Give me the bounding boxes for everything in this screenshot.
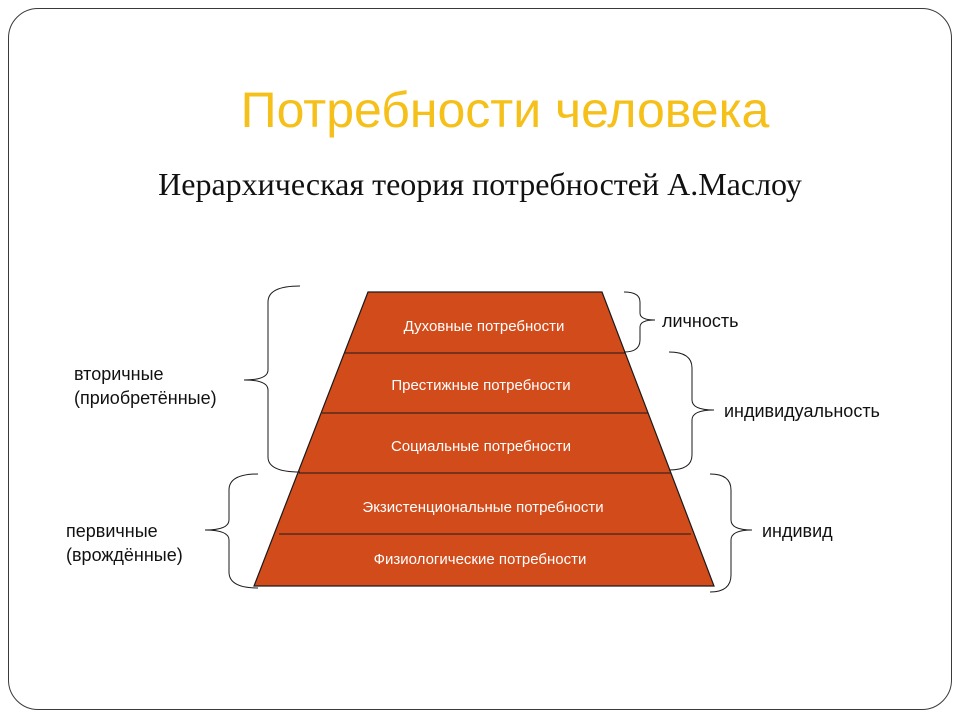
pyramid-body xyxy=(253,291,715,587)
label-personality: личность xyxy=(662,311,739,331)
slide-title: Потребности человека xyxy=(240,82,770,138)
label-primary-line2: (врождённые) xyxy=(66,545,183,565)
pyramid-level-prestige: Престижные потребности xyxy=(391,377,570,394)
brace-secondary xyxy=(243,285,301,473)
pyramid-level-social: Социальные потребности xyxy=(391,438,571,455)
pyramid-level-physiological: Физиологические потребности xyxy=(374,551,587,568)
label-secondary-line2: (приобретённые) xyxy=(74,388,217,408)
label-individuality: индивидуальность xyxy=(724,401,880,421)
label-secondary-group: вторичные (приобретённые) xyxy=(74,362,217,410)
label-primary-line1: первичные xyxy=(66,521,158,541)
brace-individual xyxy=(709,473,753,593)
brace-personality xyxy=(623,291,656,353)
label-secondary-line1: вторичные xyxy=(74,364,164,384)
label-primary-group: первичные (врождённые) xyxy=(66,519,183,567)
label-individual: индивид xyxy=(762,521,833,541)
pyramid-level-spiritual: Духовные потребности xyxy=(404,318,565,335)
slide-subtitle: Иерархическая теория потребностей А.Масл… xyxy=(158,166,802,202)
brace-individuality xyxy=(668,351,715,471)
pyramid-level-existential: Экзистенциональные потребности xyxy=(362,499,603,516)
brace-primary xyxy=(204,473,259,589)
